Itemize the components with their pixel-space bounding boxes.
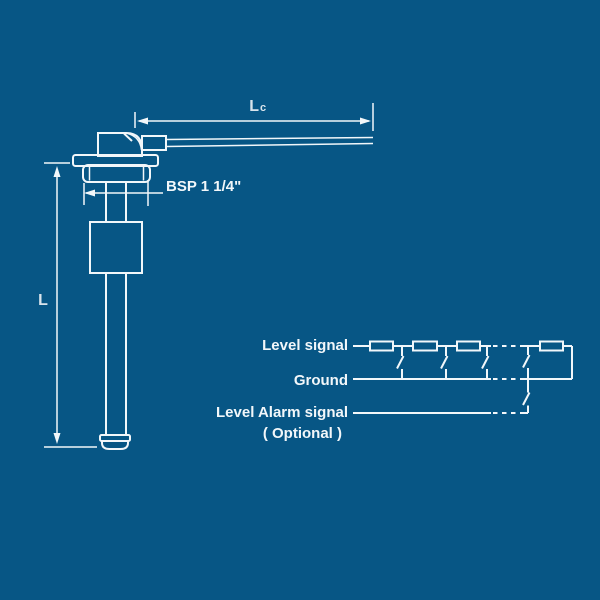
thread-size-label: BSP 1 1/4"	[166, 178, 241, 195]
reed-switches	[396, 346, 531, 413]
dimension-L: L	[38, 162, 97, 448]
mounting-nut	[82, 164, 151, 183]
switch-3	[481, 346, 490, 379]
arrow-up-icon	[53, 166, 61, 177]
end-cap	[99, 434, 131, 450]
switch-2	[440, 346, 449, 379]
alarm-optional-label: ( Optional )	[263, 425, 342, 442]
switch-1	[396, 346, 405, 379]
dimension-Lc-label: L	[249, 98, 259, 115]
switch-4	[522, 346, 531, 379]
dimension-L-label: L	[38, 292, 48, 309]
sensor-drawing	[72, 132, 374, 450]
dimension-BSP: BSP 1 1/4"	[83, 178, 241, 206]
level-signal-label: Level signal	[262, 337, 348, 354]
sensor-tube-upper	[105, 182, 127, 222]
sensor-tube-lower	[105, 273, 127, 435]
arrow-down-icon	[53, 433, 61, 444]
cable-boot	[141, 135, 167, 151]
ground-label: Ground	[294, 372, 348, 389]
alarm-switch	[522, 379, 531, 413]
arrow-left-icon	[137, 117, 148, 125]
arrow-left-icon	[84, 189, 95, 197]
alarm-signal-label: Level Alarm signal	[216, 404, 348, 421]
cable	[165, 136, 374, 148]
float-body	[89, 221, 143, 274]
dimension-Lc-sub-label: c	[260, 102, 266, 114]
wiring-schematic: Level signal Ground Level Alarm signal (…	[216, 337, 573, 442]
arrow-right-icon	[360, 117, 371, 125]
dimension-Lc: L c	[134, 98, 374, 131]
